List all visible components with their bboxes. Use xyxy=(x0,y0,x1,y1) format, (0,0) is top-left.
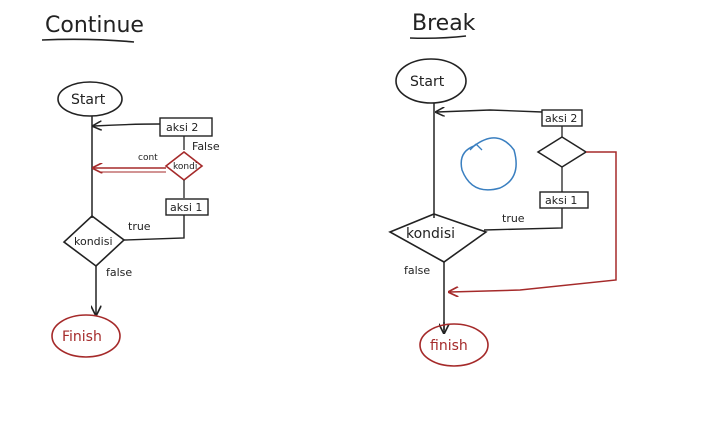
continue-condition-label: kondisi xyxy=(74,235,113,248)
break-loop-highlight-arrowhead xyxy=(469,143,483,151)
continue-aksi1-box xyxy=(165,198,209,216)
continue-title-underline xyxy=(41,38,135,43)
break-condition-label: kondisi xyxy=(406,226,455,242)
continue-false-label: false xyxy=(106,266,132,279)
continue-diagram: Continue Start aksi 2 kondi False cont a… xyxy=(41,13,220,358)
break-finish-node xyxy=(419,323,489,367)
continue-finish-label: Finish xyxy=(62,329,102,345)
break-start-label: Start xyxy=(410,74,445,90)
break-diagram: Break Start aksi 2 aksi 1 true kondisi xyxy=(388,11,617,367)
break-aksi1-label: aksi 1 xyxy=(545,194,577,207)
continue-cont-label: cont xyxy=(138,153,158,163)
break-finish-label: finish xyxy=(430,338,468,354)
continue-loop-arrow xyxy=(94,124,161,126)
break-title-underline xyxy=(409,35,467,40)
continue-aksi1-label: aksi 1 xyxy=(170,201,202,214)
continue-false-small-label: False xyxy=(192,140,220,153)
break-false-label: false xyxy=(404,264,430,277)
break-true-path xyxy=(483,208,563,231)
continue-true-path xyxy=(123,215,185,241)
break-loop-arrow xyxy=(437,110,543,112)
continue-aksi2-label: aksi 2 xyxy=(166,121,198,134)
continue-inner-condition-label: kondi xyxy=(173,162,197,172)
break-title: Break xyxy=(412,11,476,36)
continue-true-label: true xyxy=(128,220,151,233)
break-start-node xyxy=(395,58,467,104)
continue-start-label: Start xyxy=(71,92,106,108)
continue-aksi2-box xyxy=(159,117,213,137)
break-true-label: true xyxy=(502,212,525,225)
continue-title: Continue xyxy=(45,13,144,38)
break-loop-highlight xyxy=(460,137,517,191)
continue-start-node xyxy=(57,81,123,117)
break-red-arrow xyxy=(450,151,617,292)
break-inner-condition xyxy=(536,136,588,168)
break-aksi2-label: aksi 2 xyxy=(545,112,577,125)
continue-finish-node xyxy=(51,314,121,358)
break-aksi1-box xyxy=(539,191,589,209)
